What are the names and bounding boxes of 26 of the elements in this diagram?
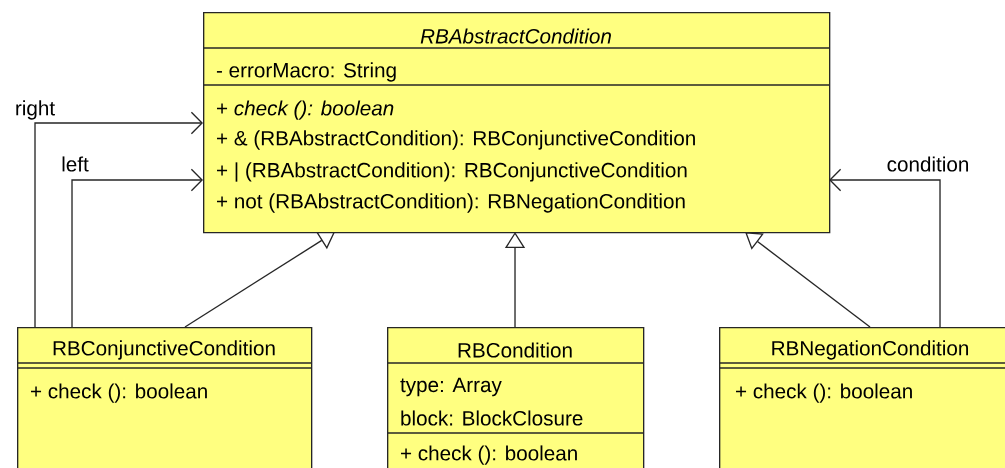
edge-label: left (59, 155, 91, 173)
member-text: + check (): boolean (217, 100, 394, 120)
member-text: + check (): boolean (31, 383, 207, 403)
association-arrow (71, 168, 203, 328)
inheritance-arrow (745, 232, 871, 328)
member-text: + & (RBAbstractCondition): RBConjunctiveCondition (217, 130, 695, 150)
class-box (718, 327, 1005, 468)
member-text: - errorMacro: String (216, 62, 396, 82)
member-text: + | (RBAbstractCondition): RBConjunctiveCondition (217, 162, 687, 182)
class-box (16, 327, 313, 468)
association-arrow (34, 111, 203, 328)
class-name: RBAbstractCondition (420, 28, 611, 44)
class-box (202, 12, 831, 234)
association-arrow (829, 168, 941, 328)
class-box (386, 327, 645, 468)
member-text: + check (): boolean (736, 383, 912, 403)
edge-label: condition (885, 155, 971, 173)
member-text: block: BlockClosure (401, 410, 583, 426)
member-text: + check (): boolean (401, 445, 577, 465)
inheritance-arrow (184, 232, 335, 328)
class-name: RBConjunctiveCondition (53, 340, 275, 360)
member-text: type: Array (400, 377, 502, 397)
class-name: RBCondition (458, 342, 572, 358)
class-name: RBNegationCondition (772, 340, 968, 360)
edge-label: right (13, 99, 57, 121)
member-text: + not (RBAbstractCondition): RBNegationCondition (217, 193, 685, 213)
